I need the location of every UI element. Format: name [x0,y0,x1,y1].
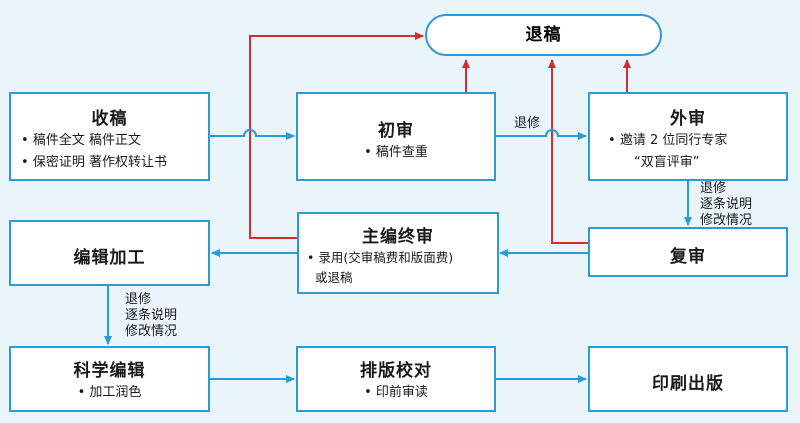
node-typeset-items: 印前审读 [298,382,494,404]
node-external-items: 邀请 2 位同行专家 “双盲评审” [608,130,728,174]
node-sci-items: 加工润色 [11,382,208,404]
node-chief: 主编终审 录用(交审稿费和版面费) 或退稿 [297,212,499,294]
node-chief-title: 主编终审 [362,227,434,247]
node-edit: 编辑加工 [9,220,210,286]
label-revise-mid: 退修 [514,116,541,131]
typeset-item: 印前审读 [298,382,494,404]
arrow-initial-external [496,129,587,140]
label-revise-edit: 退修 逐条说明 修改情况 [125,292,177,340]
node-typeset: 排版校对 印前审读 [296,346,496,412]
node-typeset-title: 排版校对 [360,361,432,381]
node-reject: 退稿 [425,14,662,56]
label-line: 修改情况 [125,324,178,339]
node-external-title: 外审 [670,109,706,129]
node-receive: 收稿 稿件全文 稿件正文 保密证明 著作权转让书 [9,92,210,181]
sci-item: 加工润色 [11,382,208,404]
external-item: “双盲评审” [634,155,700,170]
label-line: 逐条说明 [125,308,178,323]
node-publish-title: 印刷出版 [652,374,724,394]
node-initial-items: 稿件查重 [298,142,494,164]
node-receive-items: 稿件全文 稿件正文 保密证明 著作权转让书 [21,130,167,174]
node-sci-title: 科学编辑 [73,361,146,381]
node-sci: 科学编辑 加工润色 [9,346,210,412]
return-from-chief [249,32,424,239]
node-publish: 印刷出版 [588,346,788,412]
node-edit-title: 编辑加工 [73,248,146,268]
node-receive-title: 收稿 [91,109,128,129]
receive-item: 稿件全文 稿件正文 [21,130,167,152]
node-initial-title: 初审 [378,121,414,141]
label-line: 逐条说明 [700,197,753,212]
label-line: 修改情况 [700,213,753,228]
label-revise-external: 退修 逐条说明 修改情况 [700,181,752,229]
label-line: 退修 [700,181,727,196]
receive-item: 保密证明 著作权转让书 [21,152,167,174]
chief-item: 或退稿 [315,270,353,285]
arrow-receive-initial [210,129,295,140]
node-recheck-title: 复审 [670,247,706,267]
node-recheck: 复审 [588,227,788,277]
node-initial: 初审 稿件查重 [296,92,496,181]
initial-item: 稿件查重 [298,142,494,164]
external-item: 邀请 2 位同行专家 [608,130,728,152]
label-line: 退修 [125,292,152,307]
chief-item: 录用(交审稿费和版面费) [307,248,453,268]
node-external: 外审 邀请 2 位同行专家 “双盲评审” [588,92,788,181]
return-from-recheck [548,59,588,244]
node-chief-items: 录用(交审稿费和版面费) 或退稿 [307,248,453,288]
